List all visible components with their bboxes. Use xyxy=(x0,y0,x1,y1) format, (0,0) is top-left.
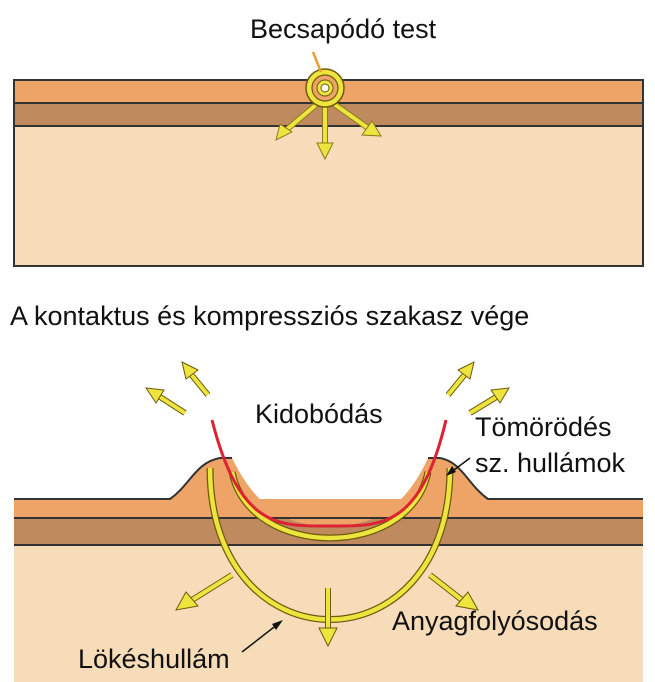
arrow-ejecta-far-left xyxy=(146,388,185,413)
ejecta-label: Kidobódás xyxy=(255,399,383,429)
arrow-ejecta-far-right xyxy=(470,388,509,413)
contact-stage-panel: Becsapódó test xyxy=(0,0,655,272)
fluidization-label: Anyagfolyósodás xyxy=(392,606,598,636)
compression-label-line2: sz. hullámok xyxy=(475,448,626,478)
compression-label-line1: Tömörödés xyxy=(475,412,612,442)
compression-stage-panel: Kidobódás Tömörödés sz. hullámok Lökéshu… xyxy=(0,340,655,682)
stage-title: A kontaktus és kompressziós szakasz vége xyxy=(10,301,529,332)
projectile-label: Becsapódó test xyxy=(250,14,437,44)
compression-stage-diagram: Kidobódás Tömörödés sz. hullámok Lökéshu… xyxy=(0,340,655,682)
arrow-ejecta-right xyxy=(448,362,474,395)
projectile xyxy=(306,69,344,107)
shockwave-label: Lökéshullám xyxy=(78,644,230,674)
arrow-ejecta-left xyxy=(182,362,208,395)
contact-stage-diagram: Becsapódó test xyxy=(0,0,655,272)
projectile-leader-line xyxy=(313,52,321,72)
